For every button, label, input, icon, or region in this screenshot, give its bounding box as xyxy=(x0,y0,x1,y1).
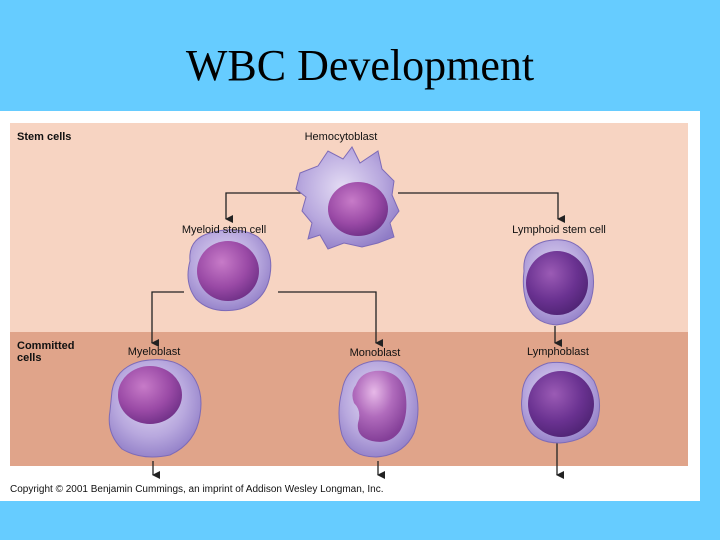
stem-cells-label: Stem cells xyxy=(17,131,71,143)
hemocytoblast-cell xyxy=(295,146,400,250)
lymphoblast-label: Lymphoblast xyxy=(527,346,589,358)
arrow-to-myeloblast xyxy=(151,291,184,347)
hemocytoblast-label: Hemocytoblast xyxy=(305,131,378,143)
myeloblast-label: Myeloblast xyxy=(128,346,181,358)
arrow-to-lymphoid-stem xyxy=(398,192,565,223)
diagram-canvas: Stem cells Committed cells Hemocytoblast… xyxy=(10,123,688,495)
myeloid-stem-label: Myeloid stem cell xyxy=(182,224,266,236)
slide-title: WBC Development xyxy=(185,41,535,90)
arrow-to-monoblast xyxy=(278,291,383,347)
wbc-development-diagram: Stem cells Committed cells Hemocytoblast… xyxy=(0,111,700,501)
arrow-to-myeloid-stem xyxy=(225,192,305,223)
copyright-text: Copyright © 2001 Benjamin Cummings, an i… xyxy=(10,484,383,495)
committed-label-line2: cells xyxy=(17,352,41,364)
monoblast-label: Monoblast xyxy=(350,347,401,359)
monoblast-cell xyxy=(338,360,419,458)
myeloblast-cell xyxy=(108,359,202,458)
lymphoblast-cell xyxy=(521,361,600,444)
lymphoid-stem-cell xyxy=(522,239,594,326)
myeloid-stem-cell xyxy=(187,229,272,312)
lymphoid-stem-label: Lymphoid stem cell xyxy=(512,224,606,236)
committed-label-line1: Committed xyxy=(17,340,74,352)
